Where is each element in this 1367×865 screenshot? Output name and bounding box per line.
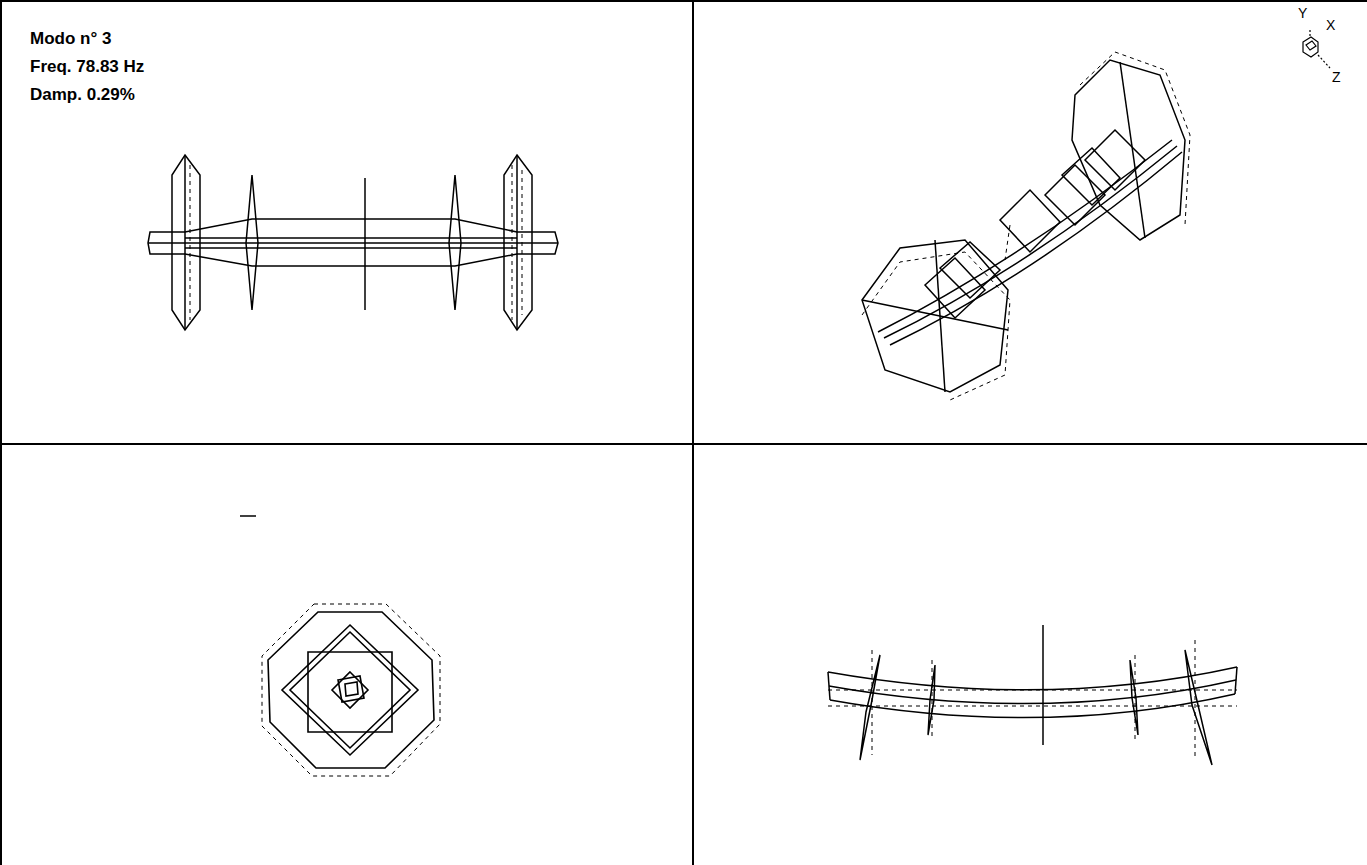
- axis-label: Y: [1298, 6, 1307, 20]
- damping-value: Damp. 0.29%: [30, 86, 135, 103]
- mode-number: Modo n° 3: [30, 30, 111, 47]
- axis-label: Z: [1332, 70, 1341, 84]
- axis-label: X: [1326, 18, 1335, 32]
- frequency-value: Freq. 78.83 Hz: [30, 58, 144, 75]
